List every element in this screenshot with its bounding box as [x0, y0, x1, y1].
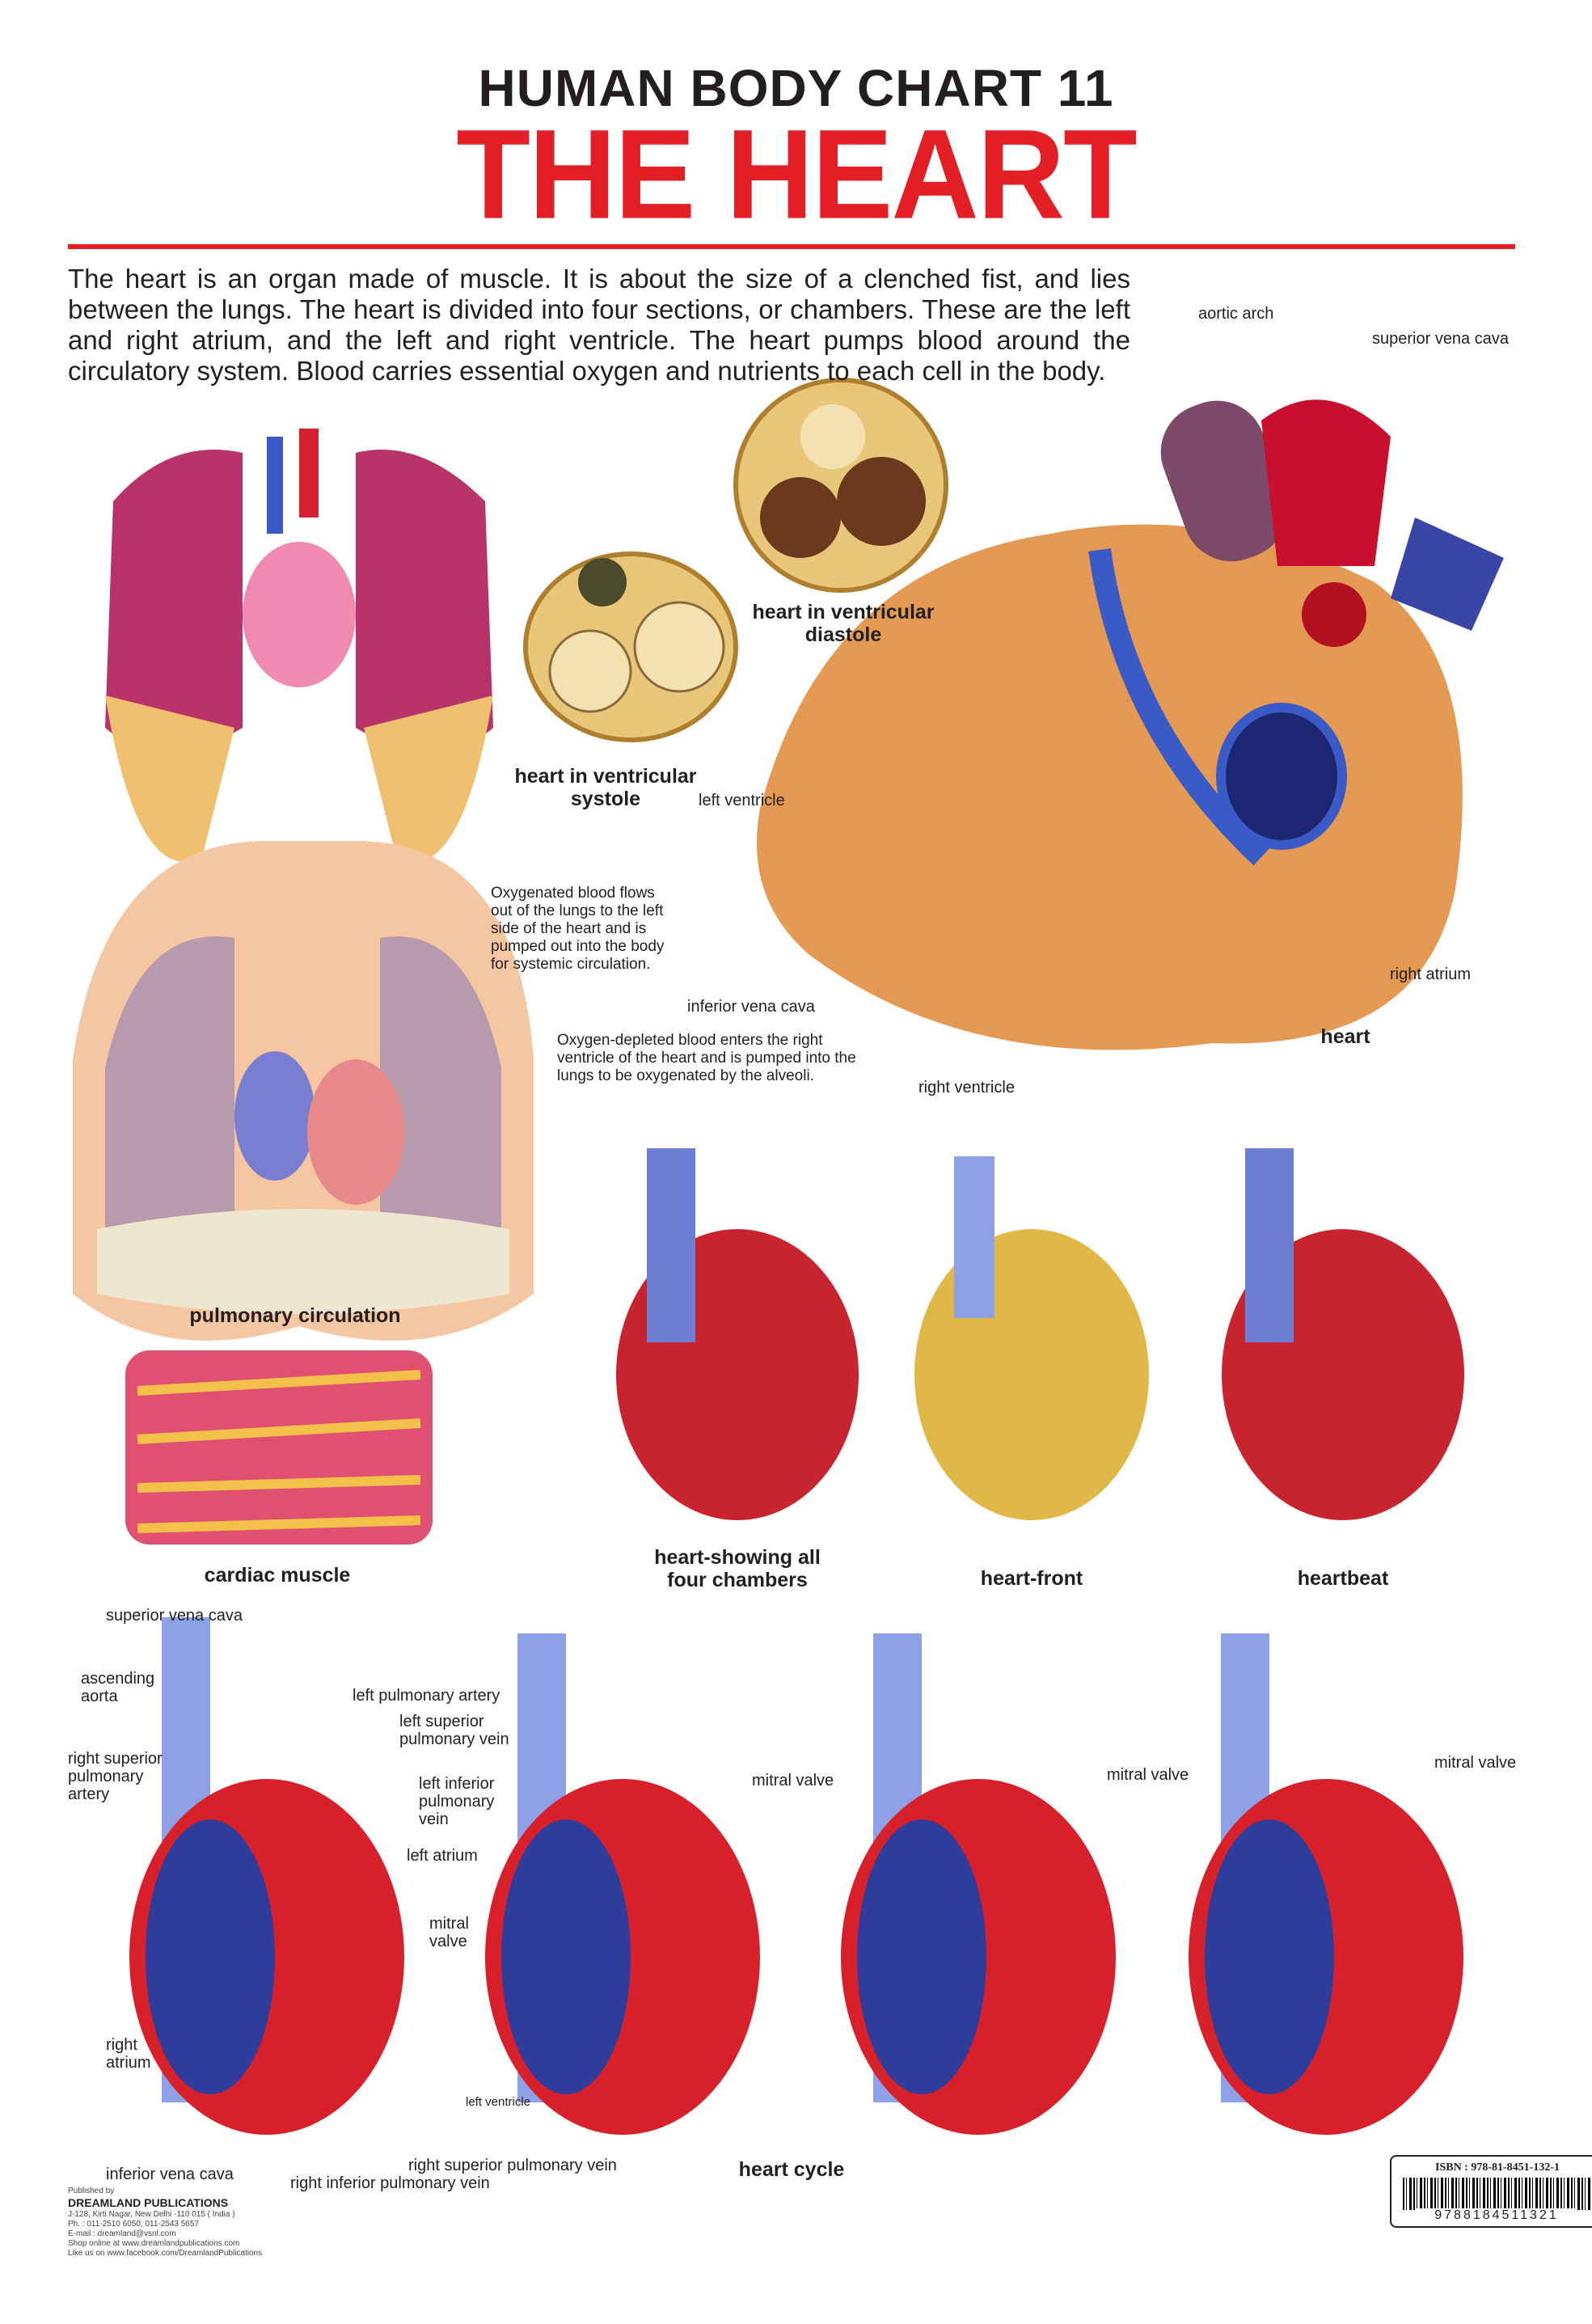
publisher-info: Published by DREAMLAND PUBLICATIONS J-12… — [68, 2187, 262, 2259]
label-rspv: right superior pulmonary vein — [408, 2157, 617, 2174]
barcode-bars — [1403, 2178, 1592, 2210]
label-superior-vena-cava: superior vena cava — [1372, 330, 1509, 348]
barcode-number: 9788184511321 — [1416, 2208, 1577, 2223]
label-mitral-valve: mitral valve — [429, 1915, 469, 1950]
big-heart-illustration — [757, 399, 1504, 1050]
label-right-atrium-2: right atrium — [106, 2036, 151, 2072]
label-right-ventricle: right ventricle — [918, 1079, 1015, 1097]
caption-diastole: heart in ventricular diastole — [752, 601, 935, 646]
label-aortic-arch: aortic arch — [1198, 305, 1274, 323]
page-title: THE HEART — [456, 102, 1137, 246]
isbn-label: ISBN : 978-81-8451-132-1 — [1435, 2161, 1560, 2174]
caption-heart-cycle: heart cycle — [738, 2158, 845, 2181]
valve-systole-illustration — [523, 551, 738, 742]
caption-pulmonary-circulation: pulmonary circulation — [189, 1304, 401, 1327]
caption-heart: heart — [1320, 1025, 1370, 1048]
caption-heart-front: heart-front — [980, 1567, 1083, 1590]
label-lipv: left inferior pulmonary vein — [419, 1775, 495, 1828]
lungs-illustration — [105, 429, 493, 862]
cardiac-muscle-illustration — [125, 1350, 433, 1544]
valve-diastole-illustration — [733, 378, 948, 593]
caption-cardiac-muscle: cardiac muscle — [204, 1564, 351, 1587]
title-divider — [68, 244, 1515, 249]
label-mitral-valve-cycle-3: mitral valve — [1434, 1754, 1517, 1772]
label-ascending-aorta: ascending aorta — [81, 1670, 155, 1705]
label-svc: superior vena cava — [106, 1607, 243, 1625]
publisher-facebook: Like us on www.facebook.com/DreamlandPub… — [68, 2249, 263, 2258]
publisher-name: DREAMLAND PUBLICATIONS — [68, 2196, 229, 2209]
label-left-ventricle-2: left ventricle — [466, 2095, 531, 2109]
label-ripv: right inferior pulmonary vein — [290, 2174, 490, 2192]
heart-cycle-hearts — [129, 1617, 1463, 2135]
publisher-email: E-mail : dreamland@vsnl.com — [68, 2229, 176, 2238]
label-mitral-valve-cycle-1: mitral valve — [752, 1772, 834, 1789]
middle-row-hearts — [616, 1148, 1464, 1520]
published-by: Published by — [68, 2187, 115, 2195]
note-oxygen-depleted: Oxygen-depleted blood enters the right v… — [557, 1032, 856, 1084]
label-right-atrium: right atrium — [1390, 966, 1472, 983]
label-left-ventricle: left ventricle — [699, 792, 785, 809]
isbn-barcode: ISBN : 978-81-8451-132-1 9788184511321 — [1390, 2155, 1592, 2228]
caption-heartbeat: heartbeat — [1297, 1567, 1389, 1590]
label-inferior-vena-cava: inferior vena cava — [687, 998, 815, 1016]
label-lpa: left pulmonary artery — [353, 1687, 500, 1705]
intro-text: The heart is an organ made of muscle. It… — [68, 264, 1130, 386]
label-lspv: left superior pulmonary vein — [399, 1713, 509, 1748]
publisher-phone: Ph. : 011-2510 6050, 011-2543 5657 — [68, 2220, 199, 2229]
publisher-shop: Shop online at www.dreamlandpublications… — [68, 2239, 240, 2248]
publisher-address: J-128, Kirti Nagar, New Delhi -110 015 (… — [68, 2210, 235, 2219]
caption-systole: heart in ventricular systole — [514, 765, 697, 810]
caption-four-chambers: heart-showing all four chambers — [654, 1546, 821, 1591]
label-left-atrium: left atrium — [407, 1847, 478, 1865]
series-title: HUMAN BODY CHART 11 — [478, 59, 1114, 117]
label-mitral-valve-cycle-2: mitral valve — [1107, 1766, 1189, 1784]
label-ivc: inferior vena cava — [106, 2166, 234, 2183]
note-oxygenated: Oxygenated blood flows out of the lungs … — [491, 885, 665, 973]
label-rspa: right superior pulmonary artery — [68, 1750, 163, 1803]
pulmonary-circulation-illustration — [73, 841, 534, 1341]
